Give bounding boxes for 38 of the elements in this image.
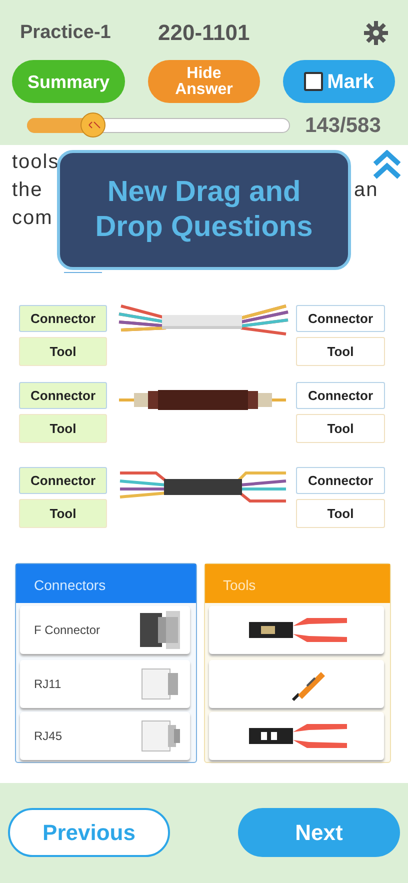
item-label: RJ45	[34, 729, 62, 743]
connector-card	[20, 660, 190, 708]
hide-answer-button: Hide Answer	[148, 60, 260, 103]
drop-zone: Connector	[296, 305, 385, 332]
drop-zone: Connector	[296, 382, 385, 409]
drop-zone: Tool	[19, 337, 107, 366]
drop-zone: Tool	[19, 499, 107, 528]
tool-card	[209, 660, 384, 708]
screen-title: Practice-1	[20, 22, 111, 44]
tool-card	[209, 712, 384, 760]
drop-zone: Connector	[296, 467, 385, 494]
question-text: com	[12, 206, 53, 231]
panel-header: Connectors	[16, 564, 196, 603]
question-text: an	[354, 178, 378, 203]
previous-button: Previous	[8, 808, 170, 857]
question-text: tools	[12, 150, 60, 175]
drop-zone: Connector	[19, 382, 107, 409]
drop-zone: Tool	[19, 414, 107, 443]
question-counter: 143/583	[305, 114, 381, 138]
item-label: RJ11	[34, 677, 62, 691]
drop-zone: Tool	[296, 499, 385, 528]
connectors-panel	[15, 563, 197, 763]
drop-zone: Connector	[19, 305, 107, 332]
drop-zone: Connector	[19, 467, 107, 494]
tools-panel	[204, 563, 391, 763]
item-label: F Connector	[34, 623, 100, 637]
exam-code: 220-1101	[158, 20, 250, 46]
drop-zone: Tool	[296, 337, 385, 366]
announcement-banner: New Drag and Drop Questions	[57, 150, 351, 270]
mark-button: Mark	[283, 60, 395, 103]
summary-button: Summary	[12, 60, 125, 103]
question-text: the	[12, 178, 43, 203]
connector-card	[20, 606, 190, 654]
tool-card	[209, 606, 384, 654]
next-button: Next	[238, 808, 400, 857]
panel-header: Tools	[205, 564, 390, 603]
connector-card	[20, 712, 190, 760]
drop-zone: Tool	[296, 414, 385, 443]
